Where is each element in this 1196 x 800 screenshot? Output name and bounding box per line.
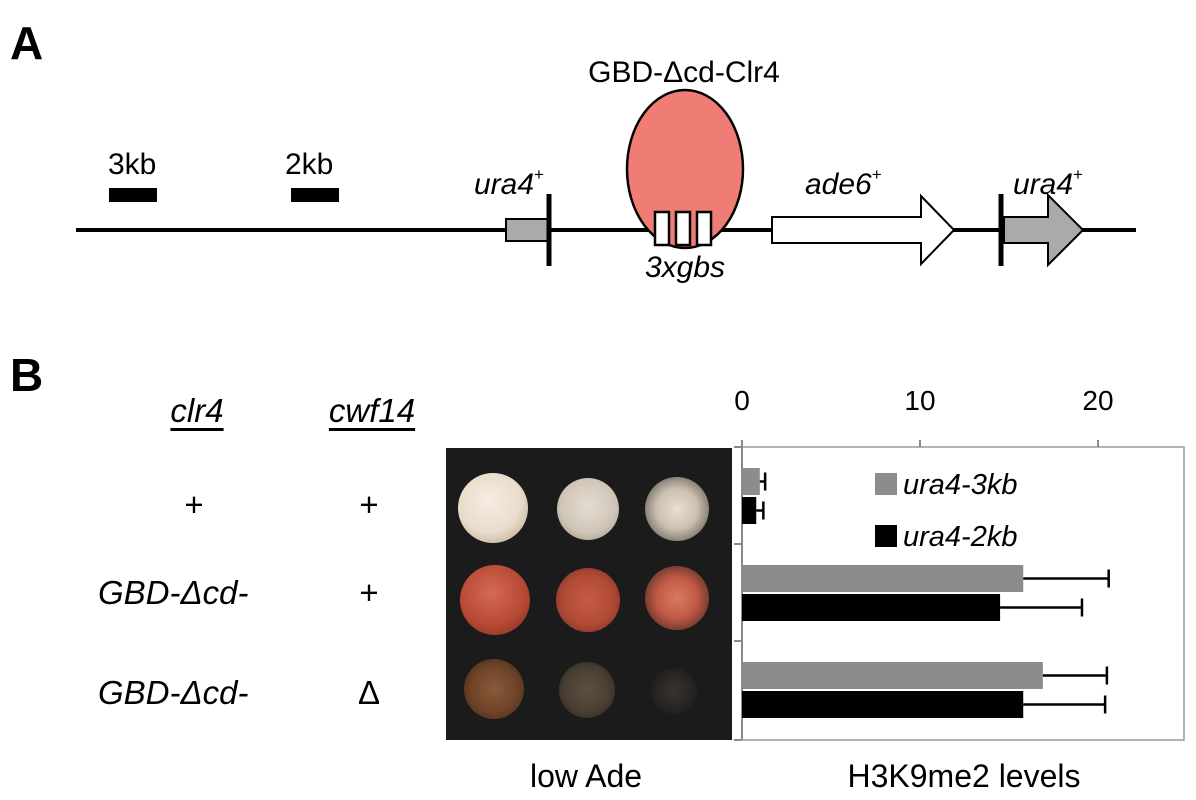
- chart-label: H3K9me2 levels: [847, 758, 1081, 794]
- bar-ura4-3kb-1: [742, 565, 1024, 592]
- scale-bar-2kb: [291, 188, 339, 202]
- row1-cwf14: +: [359, 486, 379, 523]
- protein-label: GBD-Δcd-Clr4: [588, 56, 780, 89]
- colony-wt-1: [458, 473, 528, 543]
- row1-clr4: +: [184, 486, 204, 523]
- colony-wt-3: [645, 477, 709, 541]
- colony-wt-2: [557, 478, 619, 540]
- bar-ura4-3kb-2: [742, 662, 1043, 689]
- ade6-label: ade6+: [805, 165, 882, 201]
- legend-label: ura4-2kb: [903, 521, 1017, 553]
- bar-ura4-2kb-2: [742, 691, 1024, 718]
- legend: ura4-3kb ura4-2kb: [875, 469, 1017, 553]
- ade6-arrow: [771, 193, 956, 267]
- plate-label: low Ade: [529, 758, 643, 794]
- legend-swatch: [875, 525, 897, 547]
- gbs-sites-label: 3xgbs: [644, 251, 726, 284]
- bar-ura4-3kb-0: [742, 468, 760, 495]
- ura4-right-label: ura4+: [1013, 165, 1083, 201]
- ura4-right-arrow: [1003, 192, 1085, 268]
- x-tick-label: 20: [1082, 385, 1113, 416]
- bars: [742, 468, 1110, 718]
- colony-gbd-1: [460, 565, 530, 635]
- colony-gbd-cwf14-1: [464, 659, 524, 719]
- yeast-plate-image: [446, 448, 732, 740]
- scale-bar-3kb: [109, 188, 157, 202]
- x-axis-ticks: 0 10 20: [734, 385, 1114, 447]
- panel-letter-a: A: [10, 17, 44, 69]
- colony-gbd-2: [556, 568, 620, 632]
- colony-gbd-3: [645, 566, 709, 630]
- colony-gbd-cwf14-2: [559, 662, 615, 718]
- column-header-cwf14: cwf14: [328, 392, 416, 429]
- ura4-left-label: ura4+: [474, 165, 544, 201]
- colony-gbd-cwf14-3: [651, 668, 697, 714]
- x-tick-label: 10: [904, 385, 935, 416]
- row2-clr4: GBD-Δcd-: [98, 574, 249, 611]
- scale-label-2kb: 2kb: [285, 148, 334, 181]
- scale-label-3kb: 3kb: [108, 148, 157, 181]
- gbs-site-3: [695, 210, 713, 247]
- gbs-site-1: [653, 210, 671, 247]
- legend-swatch: [875, 473, 897, 495]
- category-ticks: [734, 446, 742, 741]
- x-tick-label: 0: [734, 385, 750, 416]
- row2-cwf14: +: [359, 574, 379, 611]
- bar-ura4-2kb-0: [742, 497, 757, 524]
- column-header-clr4: clr4: [170, 392, 224, 429]
- legend-label: ura4-3kb: [903, 469, 1017, 501]
- row3-cwf14: Δ: [357, 674, 381, 711]
- bar-ura4-2kb-1: [742, 594, 1001, 621]
- panel-letter-b: B: [10, 349, 44, 401]
- row3-clr4: GBD-Δcd-: [98, 674, 249, 711]
- locus-diagram: [76, 88, 1136, 268]
- gbd-clr4-protein: [625, 88, 745, 250]
- gbs-site-2: [674, 210, 692, 247]
